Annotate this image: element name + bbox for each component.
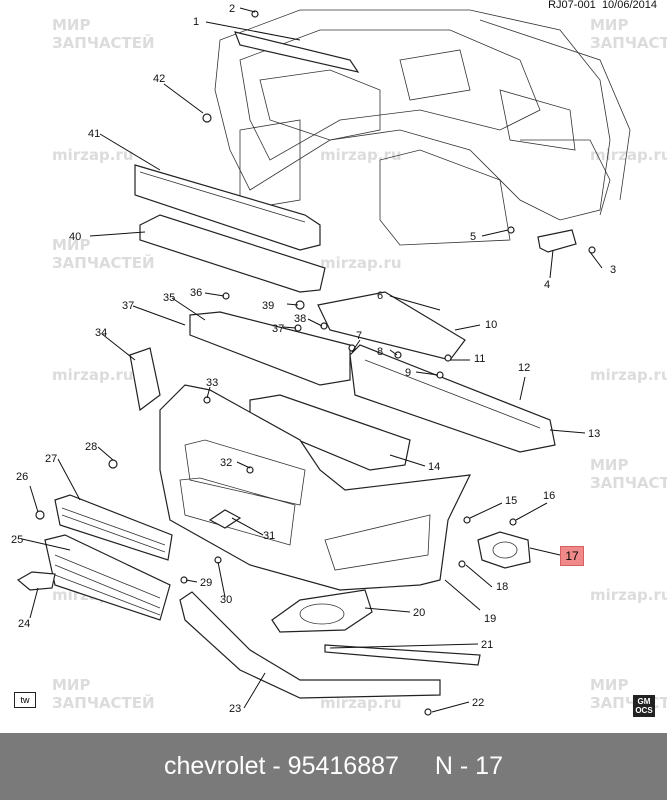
gm-logo-bottom: OCS (635, 706, 653, 715)
part-20-fog-bezel (271, 589, 373, 633)
watermark-domain: mirzap.ru (590, 366, 667, 384)
footer-ref: N - 17 (434, 752, 503, 780)
callout-11: 11 (474, 353, 485, 365)
callout-4: 4 (544, 279, 550, 291)
footer-separator: - (272, 752, 281, 780)
callout-35: 35 (163, 292, 175, 304)
callout-1: 1 (193, 16, 199, 28)
callout-18: 18 (496, 581, 508, 593)
callout-2: 2 (229, 3, 235, 15)
callout-41: 41 (88, 128, 100, 140)
callout-40: 40 (69, 231, 81, 243)
fasteners (35, 10, 596, 716)
callout-26: 26 (16, 471, 28, 483)
callout-36: 36 (190, 287, 202, 299)
callout-34: 34 (95, 327, 107, 339)
footer-brand: chevrolet (163, 752, 266, 780)
callout-38: 38 (294, 313, 306, 325)
footer-part-number: 95416887 (287, 752, 399, 780)
callout-5: 5 (470, 231, 476, 243)
callout-10: 10 (485, 319, 497, 331)
callout-19: 19 (484, 613, 496, 625)
part-10-upper-shield (317, 291, 466, 361)
callout-7: 7 (356, 330, 362, 342)
callout-3: 3 (610, 264, 616, 276)
watermark-layer: МИР ЗАПЧАСТЕЙ МИР ЗАПЧАСТЕЙ mirzap.ru mi… (52, 16, 667, 712)
part-40-energy-absorber (139, 214, 326, 293)
part-23-spoiler (179, 591, 441, 699)
callout-8: 8 (377, 346, 383, 358)
watermark-ru: МИР (52, 236, 90, 254)
callout-24: 24 (18, 618, 30, 630)
callout-21: 21 (481, 639, 493, 651)
callout-12: 12 (518, 362, 530, 374)
diagram-header: RJ07-001 10/06/2014 (548, 0, 657, 11)
callout-22: 22 (472, 697, 484, 709)
callout-28: 28 (85, 441, 97, 453)
callout-20: 20 (413, 607, 425, 619)
part-19-bumper-fascia (159, 384, 472, 591)
part-34-side-bracket (129, 347, 161, 412)
part-17-fog-bezel (477, 531, 531, 569)
watermark-domain: mirzap.ru (320, 254, 402, 272)
diagram-date: 10/06/2014 (601, 0, 657, 11)
part-41-impact-bar (134, 164, 321, 251)
callout-29: 29 (200, 577, 212, 589)
callout-37: 37 (122, 300, 134, 312)
callout-33: 33 (206, 377, 218, 389)
watermark-ru: ЗАПЧАСТЕЙ (52, 253, 155, 272)
callout-37b: 37 (272, 323, 284, 335)
part-21-lower-trim (324, 644, 481, 666)
leader-lines (21, 7, 603, 713)
watermark-domain: mirzap.ru (320, 694, 402, 712)
watermark-ru: МИР (590, 456, 628, 474)
part-13-lower-absorber (349, 344, 556, 453)
watermark-ru: МИР (52, 16, 90, 34)
watermark-ru: МИР (590, 16, 628, 34)
vehicle-body-outline (214, 9, 631, 246)
callout-25: 25 (11, 534, 23, 546)
watermark-domain: mirzap.ru (52, 366, 134, 384)
callout-16: 16 (543, 490, 555, 502)
callout-42: 42 (153, 73, 165, 85)
gm-logo-top: GM (637, 697, 651, 706)
watermark-domain: mirzap.ru (590, 586, 667, 604)
part-4-bracket (537, 229, 577, 253)
watermark-ru: ЗАПЧАСТЕЙ (590, 33, 667, 52)
watermark-ru: ЗАПЧАСТЕЙ (52, 693, 155, 712)
watermark-ru: МИР (52, 676, 90, 694)
callout-32: 32 (220, 457, 232, 469)
watermark-ru: ЗАПЧАСТЕЙ (52, 33, 155, 52)
highlighted-callout-17[interactable]: 17 (560, 546, 584, 566)
callout-labels: 1 2 3 4 5 6 7 8 9 10 11 12 13 14 15 16 1… (11, 3, 616, 715)
part-1-upper-tie-bar (234, 31, 360, 73)
watermark-domain: mirzap.ru (52, 146, 134, 164)
callout-31: 31 (263, 530, 275, 542)
diagram-canvas: МИР ЗАПЧАСТЕЙ МИР ЗАПЧАСТЕЙ mirzap.ru mi… (11, 3, 667, 716)
part-24-emblem (16, 571, 56, 591)
footer-bar: chevrolet - 95416887 N - 17 (0, 733, 667, 800)
watermark-ru: ЗАПЧАСТЕЙ (590, 693, 667, 712)
callout-9: 9 (405, 367, 411, 379)
callout-6: 6 (377, 290, 383, 302)
callout-15: 15 (505, 495, 517, 507)
callout-39: 39 (262, 300, 274, 312)
parts-diagram: МИР ЗАПЧАСТЕЙ МИР ЗАПЧАСТЕЙ mirzap.ru mi… (11, 0, 667, 717)
watermark-domain: mirzap.ru (320, 146, 402, 164)
diagram-code: RJ07-001 (548, 0, 596, 11)
part-31-bracket (208, 509, 242, 529)
watermark-domain: mirzap.ru (590, 146, 667, 164)
watermark-ru: МИР (590, 676, 628, 694)
part-35-upper-deflector (189, 311, 351, 386)
callout-30: 30 (220, 594, 232, 606)
tw-box: tw (14, 692, 36, 708)
callout-14: 14 (428, 461, 440, 473)
gm-logo-icon: GM OCS (633, 695, 655, 717)
callout-13: 13 (588, 428, 600, 440)
watermark-ru: ЗАПЧАСТЕЙ (590, 473, 667, 492)
callout-23: 23 (229, 703, 241, 715)
callout-27: 27 (45, 453, 57, 465)
